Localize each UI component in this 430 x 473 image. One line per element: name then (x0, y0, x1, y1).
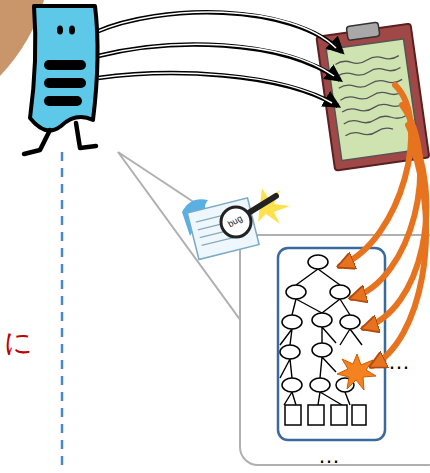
trace-arrows (340, 85, 426, 366)
bug-search-icon (182, 188, 290, 260)
callout-pointer (118, 152, 248, 325)
tree-nodes (280, 255, 366, 425)
dashed-line (61, 152, 64, 470)
ellipsis: … (318, 444, 340, 468)
ellipsis: … (388, 350, 410, 374)
callout-panel (240, 235, 430, 465)
read-arrows (96, 12, 342, 106)
note-text: に (4, 328, 33, 359)
bug-burst (337, 354, 376, 390)
tree-frame (278, 248, 385, 440)
callout-seam (241, 244, 250, 318)
document-character (24, 6, 98, 154)
